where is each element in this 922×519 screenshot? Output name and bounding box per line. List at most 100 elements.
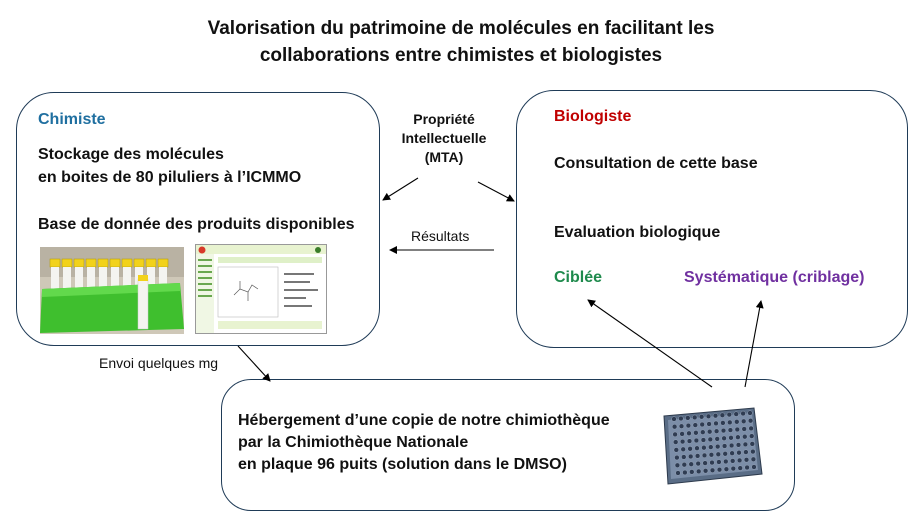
plate-well (712, 413, 719, 419)
plate-well (716, 459, 722, 465)
plate-well (713, 428, 720, 434)
database-screenshot (195, 244, 327, 334)
plate-well (688, 461, 694, 467)
plate-well (743, 449, 749, 455)
plate-well (730, 458, 736, 464)
plate-well (742, 441, 749, 448)
plate-well (747, 418, 754, 424)
plate-well (729, 450, 735, 456)
plate-well (686, 438, 693, 444)
plate-well (708, 444, 714, 450)
arrow-to-systematique (744, 300, 764, 388)
plate-well (701, 452, 708, 459)
plate-well (751, 464, 757, 470)
plate-well (723, 466, 730, 472)
arrow-to-chimiste (382, 177, 419, 201)
plate-well (694, 453, 701, 459)
plate-well (672, 424, 678, 430)
plate-well (750, 456, 757, 462)
plate-well (693, 437, 700, 444)
plate-well (688, 453, 694, 460)
plate-well (673, 447, 679, 453)
plate-well (675, 470, 681, 476)
plate-well (681, 454, 687, 460)
plate-well (749, 441, 755, 447)
plate-well (720, 428, 727, 434)
plate-well (707, 436, 713, 443)
plate-well (727, 419, 733, 426)
plate-well (693, 430, 699, 436)
plate-well (681, 462, 687, 468)
plate-well (722, 451, 728, 457)
title-line-1: Valorisation du patrimoine de molécules … (207, 18, 715, 39)
arrow-envoi (237, 345, 271, 382)
plate-well (727, 427, 734, 433)
biologiste-box (516, 90, 908, 348)
plate-well (685, 415, 691, 421)
plate-well (709, 459, 715, 466)
evaluation-label: Evaluation biologique (554, 224, 721, 241)
plate-well (674, 462, 681, 468)
systematique-label: Systématique (criblage) (684, 269, 865, 286)
plate-well (700, 429, 706, 435)
plate-well (682, 469, 688, 476)
plate-well (714, 436, 720, 442)
plate-well (674, 454, 680, 461)
plate-well (721, 435, 727, 441)
propriete-line-2: Intellectuelle (401, 130, 487, 146)
plate-well (749, 433, 755, 439)
plate-well (740, 410, 746, 417)
plate-well (701, 445, 707, 451)
plate-well (707, 429, 713, 435)
plate-well (736, 457, 743, 464)
plate-well (735, 442, 742, 448)
plate-well (695, 460, 701, 467)
arrow-to-ciblee (587, 299, 713, 388)
ciblee-label: Ciblée (554, 269, 603, 286)
propriete-line-1: Propriété (413, 111, 475, 127)
plate-well (708, 452, 715, 458)
plate-well (720, 420, 726, 426)
plate-well (721, 443, 728, 449)
plate-well (728, 435, 734, 441)
plate-well (680, 438, 686, 445)
plate-well (702, 468, 709, 474)
plate-well (680, 446, 686, 452)
plate-well (723, 458, 729, 465)
plate-well (699, 421, 705, 428)
plate-well (730, 465, 736, 472)
consultation-label: Consultation de cette base (554, 155, 758, 172)
plate-well (671, 416, 677, 422)
stockage-line-1: Stockage des molécules (38, 146, 224, 163)
plate-well (705, 413, 712, 419)
plate-well (737, 465, 743, 471)
title-line-2: collaborations entre chimistes et biolog… (259, 45, 663, 66)
resultats-label: Résultats (411, 228, 470, 244)
base-donnees-label: Base de donnée des produits disponibles (38, 216, 355, 233)
plate-well (735, 434, 741, 440)
plate-well (741, 426, 747, 432)
plate-well (715, 451, 721, 457)
plate-well (748, 425, 754, 432)
plate-well (736, 450, 742, 456)
plate-well (713, 420, 719, 427)
plate-well (715, 443, 721, 450)
plate-well (700, 437, 707, 443)
arrow-to-biologiste (477, 181, 515, 202)
plate-well (673, 439, 679, 445)
plate-well (734, 426, 740, 433)
plate-well (696, 468, 702, 475)
vial-rack-image (40, 247, 184, 334)
plate-well (734, 419, 740, 425)
biologiste-heading: Biologiste (554, 108, 632, 125)
plate-well (743, 457, 750, 463)
plate-well (678, 415, 684, 422)
plate-well (706, 421, 712, 427)
hebergement-line-2: par la Chimiothèque Nationale (238, 434, 469, 451)
stockage-line-2: en boites de 80 piluliers à l’ICMMO (38, 169, 302, 186)
plate-well (687, 446, 693, 452)
plate-well (702, 460, 708, 466)
plate-well (685, 423, 692, 429)
plate-well (728, 442, 735, 449)
